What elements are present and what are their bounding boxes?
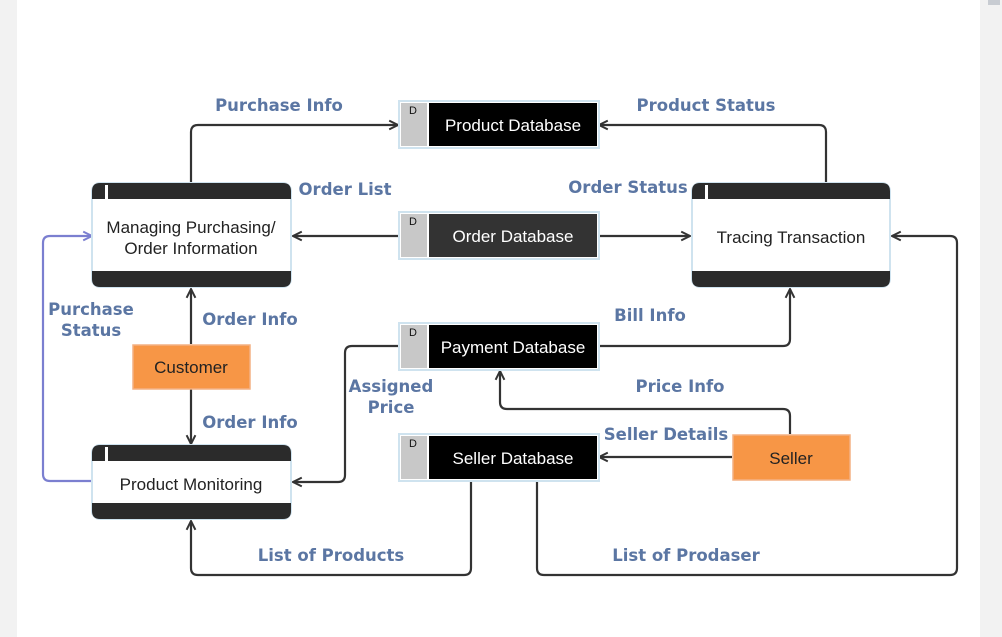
label-purchase-status-2: Status xyxy=(61,321,122,340)
label-list-of-products: List of Products xyxy=(258,546,405,565)
flow-purchase-info xyxy=(189,125,398,183)
datastore-payment-label: Payment Database xyxy=(441,338,586,357)
label-assigned-price-2: Price xyxy=(368,398,415,417)
process-managing-purchasing[interactable]: Managing Purchasing/ Order Information xyxy=(91,182,292,288)
datastore-seller[interactable]: D Seller Database xyxy=(398,433,600,482)
datastore-seller-id: D xyxy=(409,438,417,450)
label-price-info: Price Info xyxy=(635,377,724,396)
process-tracing-label: Tracing Transaction xyxy=(717,228,866,247)
datastore-payment-id: D xyxy=(409,327,417,339)
process-product-monitoring[interactable]: Product Monitoring xyxy=(91,444,292,520)
process-monitoring-label: Product Monitoring xyxy=(120,475,263,494)
process-managing-line2: Order Information xyxy=(124,239,257,258)
datastore-seller-label: Seller Database xyxy=(453,449,574,468)
label-order-list: Order List xyxy=(299,180,392,199)
flow-product-status xyxy=(599,125,828,183)
corner-mark xyxy=(988,0,1000,5)
datastore-order-label: Order Database xyxy=(453,227,574,246)
datastore-order[interactable]: D Order Database xyxy=(398,211,600,260)
label-purchase-status-1: Purchase xyxy=(48,300,134,319)
entity-customer-label: Customer xyxy=(154,358,228,377)
entity-seller[interactable]: Seller xyxy=(732,434,851,481)
flow-list-of-products xyxy=(191,482,473,577)
label-purchase-info: Purchase Info xyxy=(215,96,343,115)
entity-seller-label: Seller xyxy=(769,449,813,468)
label-assigned-price-1: Assigned xyxy=(349,377,434,396)
flow-assigned-price xyxy=(293,344,398,482)
datastore-order-id: D xyxy=(409,216,417,228)
datastore-payment[interactable]: D Payment Database xyxy=(398,322,600,371)
flow-list-of-prodaser xyxy=(535,236,959,577)
label-product-status: Product Status xyxy=(637,96,776,115)
flow-price-info xyxy=(500,371,792,434)
label-order-info-up: Order Info xyxy=(202,310,297,329)
process-managing-line1: Managing Purchasing/ xyxy=(106,218,275,237)
process-tracing-transaction[interactable]: Tracing Transaction xyxy=(691,182,891,288)
label-seller-details: Seller Details xyxy=(604,425,729,444)
label-list-of-prodaser: List of Prodaser xyxy=(612,546,760,565)
datastore-product[interactable]: D Product Database xyxy=(398,100,600,149)
label-bill-info: Bill Info xyxy=(614,306,686,325)
flow-purchase-status xyxy=(41,236,92,483)
entity-customer[interactable]: Customer xyxy=(132,344,251,390)
label-order-info-down: Order Info xyxy=(202,413,297,432)
flow-bill-info xyxy=(599,289,790,348)
datastore-product-id: D xyxy=(409,105,417,117)
datastore-product-label: Product Database xyxy=(445,116,581,135)
label-order-status: Order Status xyxy=(568,178,688,197)
